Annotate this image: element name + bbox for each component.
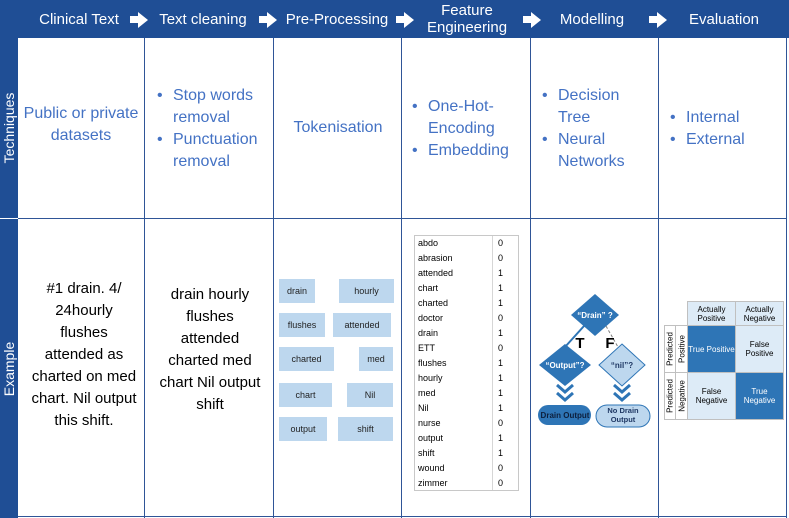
grid-line [786,38,787,518]
technique-feature-list: •One-Hot-Encoding •Embedding [410,96,528,162]
list-item: •Punctuation removal [157,131,258,170]
list-item: •Internal [670,109,740,126]
no-drain-output-leaf [595,404,651,428]
nil-node-label: “nil”? [611,361,633,370]
grid-line [530,38,531,518]
decision-tree: “Drain” ? T F “Output”? “nil”? Drain Out… [538,294,651,428]
token: med [359,347,393,371]
example-cleaned-text: drain hourly flushes attended charted me… [159,286,261,413]
col-header-actually-negative: Actually Negative [735,301,784,326]
nil-node [598,343,646,387]
row-label-techniques: Techniques [0,38,18,218]
chevron-down-icon [613,383,631,402]
token: drain [279,279,315,303]
list-item: •Embedding [412,142,509,159]
list-item: •Stop words removal [157,87,254,126]
token: shift [338,417,393,441]
list-item: •Decision Tree [542,87,620,126]
token: chart [279,383,332,407]
chevron-down-icon [556,383,574,402]
technique-modelling-list: •Decision Tree •Neural Networks [540,85,654,173]
grid-line [273,38,274,518]
step-modelling: Modelling [559,10,625,28]
grid-line [144,38,145,518]
branch-line [605,325,619,348]
no-drain-output-label: No Drain Output [607,406,639,424]
list-item: •External [670,131,745,148]
row-label-example: Example [0,219,18,518]
drain-output-leaf [538,405,591,425]
grid-line [18,516,787,517]
step-preprocessing: Pre-Processing [285,10,389,28]
list-item: •One-Hot-Encoding [412,98,495,137]
token: Nil [347,383,393,407]
cell-true-positive: True Positive [687,325,736,373]
list-item: •Neural Networks [542,131,625,170]
step-clinical-text: Clinical Text [39,10,119,28]
example-clinical-note: #1 drain. 4/ 24hourly flushes attended a… [31,280,137,429]
technique-tokenisation: Tokenisation [293,119,383,136]
col-header-actually-positive: Actually Positive [687,301,736,326]
cell-true-negative: True Negative [735,372,784,420]
cell-false-negative: False Negative [687,372,736,420]
false-branch-label: F [605,335,614,352]
grid-line [401,38,402,518]
branch-line [564,325,585,348]
root-node [571,294,619,336]
token: hourly [339,279,394,303]
token: flushes [279,313,325,337]
step-feature-engineering: Feature Engineering [426,2,508,36]
technique-evaluation-list: •Internal •External [668,107,782,151]
output-node [539,344,591,386]
true-branch-label: T [575,335,584,352]
grid-line [18,218,787,219]
cell-false-positive: False Positive [735,325,784,373]
technique-datasets: Public or private datasets [23,105,139,144]
token: attended [333,313,391,337]
step-text-cleaning: Text cleaning [159,10,247,28]
drain-output-label: Drain Output [541,411,590,420]
grid-line [658,38,659,518]
token: charted [279,347,334,371]
root-node-label: “Drain” ? [577,311,613,320]
technique-text-cleaning-list: •Stop words removal •Punctuation removal [155,85,273,173]
output-node-label: “Output”? [545,361,584,370]
token: output [279,417,327,441]
step-evaluation: Evaluation [688,10,760,28]
